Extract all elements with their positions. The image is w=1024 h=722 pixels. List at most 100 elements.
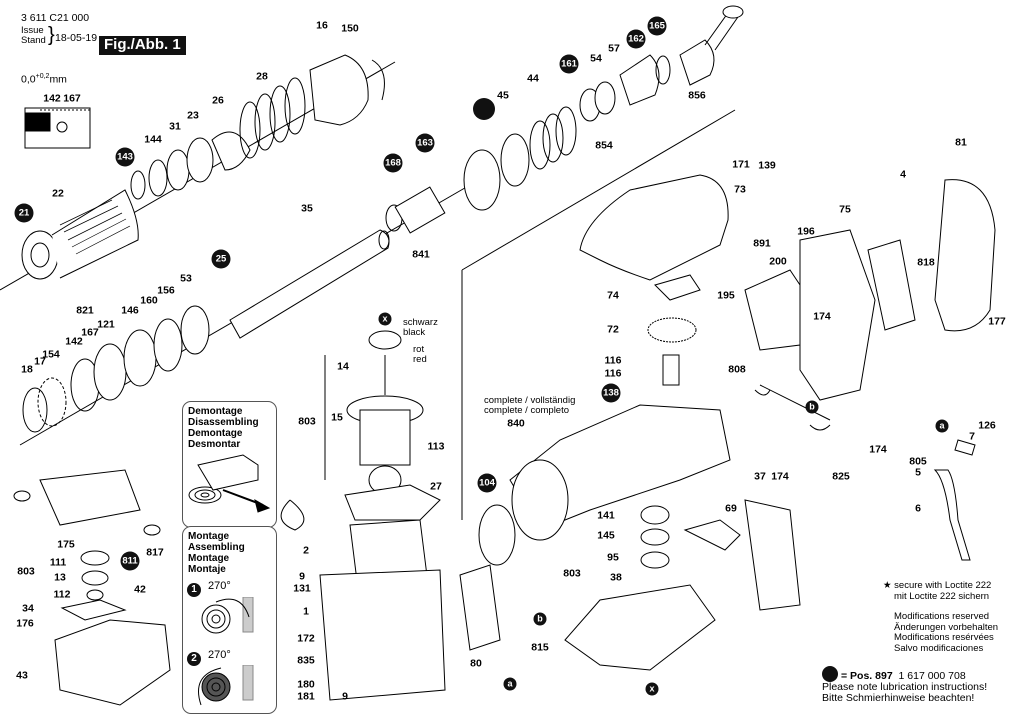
callout-badge-x: x: [378, 312, 392, 326]
part-label-171: 171: [732, 158, 750, 171]
complete-note: complete / vollständig complete / comple…: [484, 396, 575, 416]
callout-badge-163: 163: [415, 133, 435, 153]
figure-badge: Fig./Abb. 1: [99, 36, 186, 55]
electronic-module-part: [459, 564, 501, 651]
part-label-144: 144: [144, 133, 162, 146]
part-label-6: 6: [915, 502, 921, 515]
part-label-5: 5: [915, 466, 921, 479]
part-label-139: 139: [758, 159, 776, 172]
part-label-175: 175: [57, 538, 75, 551]
part-label-817: 817: [146, 546, 164, 559]
part-label-18: 18: [21, 363, 33, 376]
step-2-angle: 270°: [208, 649, 231, 661]
issue-label: Issue: [21, 25, 44, 36]
part-label-54: 54: [590, 52, 602, 65]
assembly-frame-line: [461, 109, 736, 271]
handle-shell-part: [934, 179, 996, 332]
assembly-title-de: Montage: [188, 531, 230, 542]
callout-badge-b: b: [805, 400, 819, 414]
o-ring-part: [478, 504, 516, 566]
fan-baffle-part: [344, 484, 441, 521]
part-label-803: 803: [298, 415, 316, 428]
part-label-181: 181: [297, 690, 315, 703]
lubrication-note-de: Bitte Schmierhinweise beachten!: [822, 692, 975, 704]
ring-part: [93, 343, 127, 401]
callout-badge-a: a: [935, 419, 949, 433]
part-label-22: 22: [52, 187, 64, 200]
callout-badge-21: 21: [14, 203, 34, 223]
disassembly-title: Demontage Disassembling Demontage Desmon…: [183, 402, 276, 450]
callout-badge-168: 168: [383, 153, 403, 173]
part-label-803: 803: [17, 565, 35, 578]
part-label-160: 160: [140, 294, 158, 307]
part-label-53: 53: [180, 272, 192, 285]
bearing-seal-part: [86, 589, 104, 601]
cap-part: [309, 54, 369, 126]
part-label-841: 841: [412, 248, 430, 261]
part-label-28: 28: [256, 70, 268, 83]
part-label-126: 126: [978, 419, 996, 432]
complete-note-line2: complete / completo: [484, 405, 570, 416]
part-label-174: 174: [869, 443, 887, 456]
part-label-835: 835: [297, 654, 315, 667]
motor-housing-part: [319, 569, 446, 701]
brace-symbol: }: [48, 24, 55, 46]
base-cover-part: [564, 584, 716, 671]
part-label-13: 13: [54, 571, 66, 584]
loctite-note-en: ★ secure with Loctite 222: [883, 580, 998, 592]
part-label-121: 121: [97, 318, 115, 331]
gasket-part: [60, 599, 127, 621]
callout-badge-161: 161: [559, 54, 579, 74]
part-label-116: 116: [604, 354, 622, 367]
gear-housing-base-part: [54, 619, 171, 706]
issue-date: 18-05-19: [55, 32, 98, 44]
eccentric-part: [654, 274, 701, 301]
assembly-title-en: Assembling: [188, 542, 245, 553]
wire-note-black-en: black: [403, 327, 426, 338]
disassembly-title-en: Disassembling: [188, 417, 259, 428]
part-label-821: 821: [76, 304, 94, 317]
part-label-196: 196: [797, 225, 815, 238]
assembly-title-es: Montaje: [188, 564, 226, 575]
wire-note-black-de: schwarz: [403, 317, 438, 328]
brush-part: [143, 524, 161, 536]
step-2-badge: 2: [187, 652, 201, 666]
wire-note-black: schwarz black: [403, 318, 438, 338]
part-label-808: 808: [728, 363, 746, 376]
callout-badge-b: b: [533, 612, 547, 626]
ring-part: [186, 137, 214, 183]
part-label-818: 818: [917, 256, 935, 269]
loctite-note-de: mit Loctite 222 sichern: [894, 590, 990, 602]
callout-badge-a: a: [503, 677, 517, 691]
switch-part: [867, 239, 916, 331]
part-label-7: 7: [969, 430, 975, 443]
star-icon: ★: [883, 580, 892, 591]
part-label-9: 9: [299, 570, 305, 583]
part-label-26: 26: [212, 94, 224, 107]
loctite-text-en: secure with Loctite 222: [894, 580, 992, 591]
ring-part: [153, 318, 183, 372]
part-label-16: 16: [316, 19, 328, 32]
part-label-805: 805: [909, 455, 927, 468]
part-label-803: 803: [563, 567, 581, 580]
issue-stand-label: Issue Stand: [21, 26, 46, 46]
spring-part: [239, 77, 306, 159]
part-label-27: 27: [430, 480, 442, 493]
part-label-42: 42: [134, 583, 146, 596]
part-label-75: 75: [839, 203, 851, 216]
gear-part: [647, 317, 697, 343]
piston-connecting-rod-part: [679, 9, 741, 86]
ring-part: [123, 329, 157, 387]
tolerance-label: 0,0+0,2mm: [21, 73, 67, 86]
callout-badge-143: 143: [115, 147, 135, 167]
part-label-854: 854: [595, 139, 613, 152]
part-label-150: 150: [341, 22, 359, 35]
brush-holder-plate-part: [39, 469, 141, 526]
pos-label: = Pos. 897: [841, 670, 893, 682]
part-label-154: 154: [42, 348, 60, 361]
assembly-title: Montage Assembling Montage Montaje: [183, 527, 276, 575]
housing-cover-part: [744, 499, 801, 611]
part-label-17: 17: [34, 355, 46, 368]
brush-spring-wire: [280, 499, 305, 531]
